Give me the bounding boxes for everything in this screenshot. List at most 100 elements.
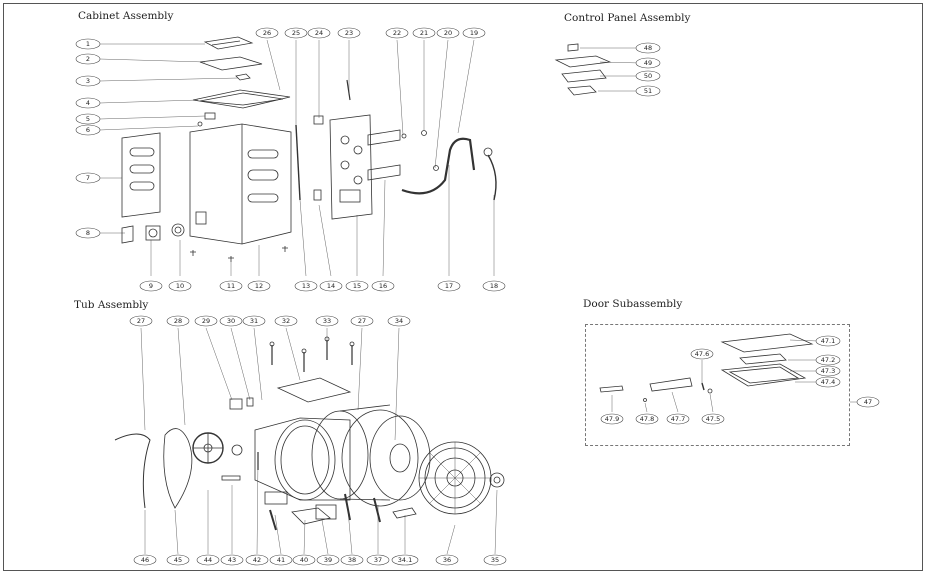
callout-13: 13 <box>302 282 310 290</box>
part-24 <box>313 115 324 125</box>
part-47-7-handle <box>649 377 693 392</box>
callout-26: 26 <box>263 29 271 37</box>
callout-40: 40 <box>300 556 308 564</box>
callout-33: 33 <box>323 317 331 325</box>
callout-47-9: 47.9 <box>605 415 619 423</box>
callout-18: 18 <box>490 282 498 290</box>
callout-12: 12 <box>255 282 263 290</box>
callout-21: 21 <box>420 29 428 37</box>
part-45-belt <box>163 428 193 509</box>
part-39-pump <box>315 504 337 520</box>
tub-leaders <box>140 327 498 555</box>
callout-17: 17 <box>445 282 453 290</box>
callout-47-1: 47.1 <box>821 337 835 345</box>
part-cabinet-body <box>189 123 292 245</box>
part-43-nut <box>231 444 243 456</box>
callout-39: 39 <box>324 556 332 564</box>
part-35-nut <box>489 472 505 488</box>
callout-50: 50 <box>644 72 652 80</box>
callout-11: 11 <box>227 282 235 290</box>
callout-35: 35 <box>491 556 499 564</box>
part-18-hose <box>487 154 497 201</box>
callout-27-right: 27 <box>358 317 366 325</box>
callout-24: 24 <box>315 29 323 37</box>
part-29 <box>229 398 243 410</box>
door-subassembly-box <box>585 324 850 446</box>
callout-47-3: 47.3 <box>821 367 835 375</box>
callout-49: 49 <box>644 59 652 67</box>
part-16-bracket-upper <box>367 129 401 146</box>
callout-19: 19 <box>470 29 478 37</box>
part-top-plate <box>199 56 263 71</box>
part-34-1 <box>392 507 417 519</box>
callout-23: 23 <box>345 29 353 37</box>
callout-10: 10 <box>176 282 184 290</box>
part-9 <box>145 225 161 241</box>
part-47-8 <box>643 398 647 402</box>
callout-47-5: 47.5 <box>706 415 720 423</box>
callout-5: 5 <box>86 115 90 123</box>
part-13-rod <box>295 124 301 201</box>
callout-7: 7 <box>86 174 90 182</box>
part-47-2 <box>739 353 787 365</box>
part-34-drum <box>341 409 419 507</box>
callout-47-2: 47.2 <box>821 356 835 364</box>
cabinet-assembly-title: Cabinet Assembly <box>78 10 174 22</box>
callout-47-7: 47.7 <box>671 415 685 423</box>
callout-28: 28 <box>174 317 182 325</box>
part-43-bracket <box>221 475 241 481</box>
callout-47-8: 47.8 <box>640 415 654 423</box>
callout-43: 43 <box>228 556 236 564</box>
part-8 <box>121 225 134 244</box>
part-side-panel <box>121 132 161 218</box>
part-top-frame <box>192 89 291 109</box>
part-top-cover <box>203 36 254 50</box>
part-46-wire <box>114 433 151 509</box>
part-41 <box>264 491 288 505</box>
part-47-1-door-lid <box>720 333 814 353</box>
callout-38: 38 <box>348 556 356 564</box>
callout-48: 48 <box>644 44 652 52</box>
callout-34: 34 <box>395 317 403 325</box>
callout-6: 6 <box>86 126 90 134</box>
part-28-tub-rear <box>254 417 351 501</box>
callout-37: 37 <box>374 556 382 564</box>
part-16-bracket-lower <box>367 164 401 181</box>
callout-47-4: 47.4 <box>821 378 835 386</box>
cabinet-leaders <box>99 39 495 277</box>
part-30 <box>246 397 254 407</box>
control-panel-assembly-title: Control Panel Assembly <box>564 12 691 24</box>
callout-9: 9 <box>149 282 153 290</box>
part-47-5 <box>707 388 713 394</box>
door-subassembly-title: Door Subassembly <box>583 298 683 310</box>
part-48 <box>567 43 579 52</box>
part-6 <box>197 121 203 127</box>
callout-44: 44 <box>204 556 212 564</box>
part-47-6 <box>701 382 705 391</box>
part-47-4-door-frame <box>720 363 807 387</box>
part-47-9 <box>599 385 624 393</box>
part-37 <box>373 497 381 523</box>
part-10 <box>171 223 185 237</box>
callout-2: 2 <box>86 55 90 63</box>
callout-15: 15 <box>353 282 361 290</box>
part-38 <box>344 493 351 521</box>
callout-46: 46 <box>141 556 149 564</box>
part-bracket <box>235 73 251 81</box>
callout-41: 41 <box>277 556 285 564</box>
callout-47: 47 <box>864 398 872 406</box>
part-back-panel <box>329 114 373 220</box>
callout-8: 8 <box>86 229 90 237</box>
part-5 <box>204 112 216 120</box>
part-14 <box>313 189 322 201</box>
callout-1: 1 <box>86 40 90 48</box>
part-49-panel <box>554 55 612 68</box>
callout-30: 30 <box>227 317 235 325</box>
tub-assembly-title: Tub Assembly <box>74 299 149 311</box>
callout-51: 51 <box>644 87 652 95</box>
callout-4: 4 <box>86 99 90 107</box>
callout-42: 42 <box>253 556 261 564</box>
diagram-frame <box>3 3 923 571</box>
